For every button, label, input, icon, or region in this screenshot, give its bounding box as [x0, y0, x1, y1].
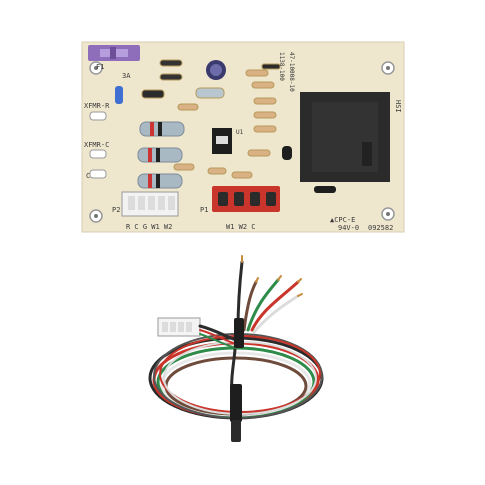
harness-connector	[157, 317, 238, 349]
part-text-2: 47-10008-10	[288, 52, 295, 92]
relay: HSI	[300, 92, 402, 182]
hsi-label: HSI	[394, 100, 402, 113]
ic-label: U1	[236, 129, 244, 136]
xfmr-terminals	[89, 111, 107, 179]
mounting-holes	[89, 61, 395, 223]
circuit-board: F1 3A	[81, 41, 405, 233]
blue-component	[115, 86, 123, 104]
cert-code: 092582	[368, 224, 393, 232]
p1-label: P1	[200, 206, 208, 214]
resistor-array	[141, 59, 281, 179]
fuse-label: F1	[96, 63, 104, 71]
wire-harness	[148, 255, 324, 442]
cable-tie-bottom	[230, 384, 242, 442]
power-resistors	[137, 121, 185, 189]
fuse-holder	[88, 45, 140, 61]
fuse-rating: 3A	[122, 72, 131, 80]
p1-pins: W1 W2 C	[226, 223, 256, 231]
p1-connector	[212, 186, 280, 212]
ic-chip	[212, 128, 232, 154]
c-label: C	[86, 172, 90, 180]
cert-line-2: 94V-0	[338, 224, 359, 232]
transistor	[282, 146, 292, 160]
cable-tie-top	[234, 318, 244, 348]
diode	[314, 186, 336, 193]
p2-pins: R C G W1 W2	[126, 223, 172, 231]
part-text-1: 1138-100	[278, 52, 285, 81]
cert-line-1: ▲CPC-E	[330, 216, 355, 224]
capacitor	[206, 60, 226, 80]
p2-label: P2	[112, 206, 120, 214]
wire-ends	[241, 255, 303, 297]
xfmr-c-label: XFMR-C	[84, 141, 109, 149]
p2-connector	[121, 191, 179, 217]
xfmr-r-label: XFMR-R	[84, 102, 110, 110]
